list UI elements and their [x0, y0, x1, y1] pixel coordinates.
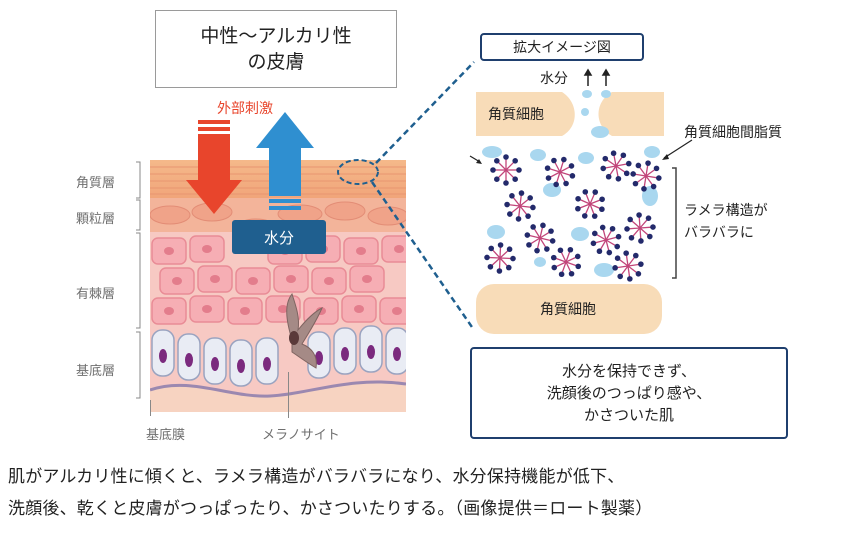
lamellar-label-line-2: バラバラに — [684, 225, 754, 241]
basement-membrane-label: 基底膜 — [146, 428, 186, 443]
zoom-title: 拡大イメージ図 — [513, 40, 611, 56]
zoom-water-label: 水分 — [540, 71, 568, 87]
skin-cross-section — [150, 160, 406, 412]
lamellar-molecule — [484, 242, 516, 274]
zoom-panel — [469, 68, 693, 334]
lamellar-molecules — [484, 150, 662, 282]
zoom-circle — [337, 159, 379, 185]
lipid-droplets — [482, 90, 660, 277]
lamellar-molecule — [550, 246, 582, 278]
corneocyte-top-left — [476, 92, 575, 136]
lamellar-molecule — [504, 190, 536, 222]
lamellar-molecule — [590, 224, 622, 256]
corneocyte-top-label: 角質細胞 — [488, 107, 544, 123]
caption-line-1: 肌がアルカリ性に傾くと、ラメラ構造がバラバラになり、水分保持機能が低下、 — [8, 467, 625, 487]
melanocyte-cell — [286, 292, 323, 369]
lamellar-molecule — [612, 250, 644, 282]
lamellar-molecule — [544, 156, 576, 188]
result-box: 水分を保持できず、 洗顔後のつっぱり感や、 かさついた肌 — [470, 347, 788, 439]
lamellar-label-line-1: ラメラ構造が — [684, 203, 768, 219]
layer-brackets — [136, 161, 141, 399]
caption-line-2: 洗顔後、乾くと皮膚がつっぱったり、かさついたりする。（画像提供＝ロート製薬） — [8, 499, 653, 519]
stimulus-arrow — [186, 120, 242, 214]
lipid-pointer-right — [663, 139, 693, 159]
lamellar-molecule — [524, 222, 556, 254]
title-box: 中性〜アルカリ性 の皮膚 — [155, 10, 397, 88]
lamellar-brace — [672, 167, 677, 279]
layer-label-spinous: 有棘層 — [76, 287, 116, 302]
lamellar-molecule — [624, 212, 656, 244]
title-line-1: 中性〜アルカリ性 — [200, 25, 352, 47]
layer-label-basal: 基底層 — [76, 364, 116, 379]
layer-label-corneum: 角質層 — [76, 176, 116, 191]
stimulus-label: 外部刺激 — [217, 101, 273, 117]
basement-membrane — [150, 380, 406, 398]
title-line-2: の皮膚 — [247, 51, 305, 73]
zoom-line-top — [375, 61, 475, 164]
corneocyte-top-right — [598, 92, 664, 136]
corneocyte-bottom — [476, 284, 662, 334]
lamellar-molecule — [575, 189, 605, 219]
lamellar-label: ラメラ構造が バラバラに — [684, 200, 768, 244]
melanocyte-label: メラノサイト — [262, 428, 340, 443]
zoom-title-box: 拡大イメージ図 — [480, 33, 644, 61]
result-line-2: 洗顔後のつっぱり感や、 — [546, 384, 712, 402]
water-up-arrows — [583, 68, 611, 86]
layer-label-granular: 顆粒層 — [76, 212, 116, 227]
water-arrow — [256, 112, 314, 210]
lamellar-molecule — [630, 160, 662, 192]
lamellar-molecule — [600, 150, 632, 182]
result-line-3: かさついた肌 — [583, 406, 674, 424]
lamellar-molecule — [490, 154, 522, 186]
corneocyte-bottom-label: 角質細胞 — [540, 302, 596, 318]
result-line-1: 水分を保持できず、 — [562, 362, 696, 380]
intercellular-lipid-label: 角質細胞間脂質 — [684, 125, 782, 141]
water-label: 水分 — [232, 220, 326, 254]
